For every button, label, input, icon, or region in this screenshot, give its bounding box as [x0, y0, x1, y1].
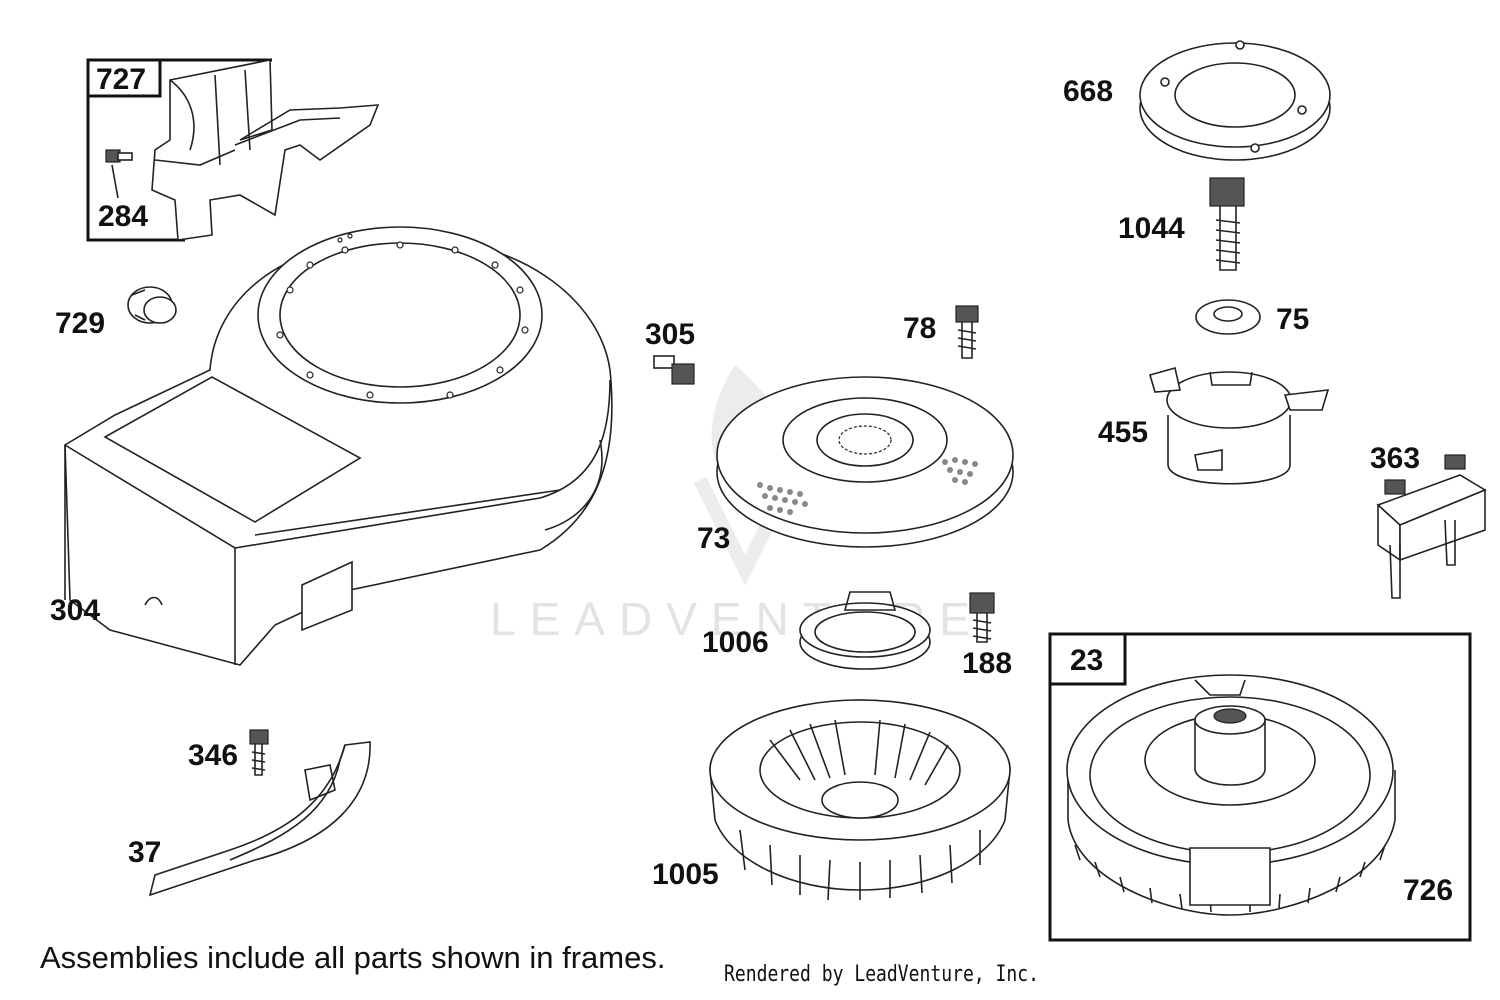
part-455-starter-cup: 455 — [1098, 367, 1330, 485]
part-1005-fan: 1005 — [652, 699, 1011, 901]
render-credit: Rendered by LeadVenture, Inc. — [724, 962, 1039, 987]
part-726-flywheel: 726 — [1066, 674, 1453, 916]
part-668-cover: 668 — [1063, 40, 1331, 161]
callout-346: 346 — [188, 739, 238, 772]
callout-305: 305 — [645, 318, 695, 351]
part-73-rotating-screen: 73 — [697, 376, 1014, 555]
assembly-note: Assemblies include all parts shown in fr… — [40, 940, 666, 975]
callout-668: 668 — [1063, 75, 1113, 108]
callout-1005: 1005 — [652, 858, 719, 891]
part-305-screw: 305 — [645, 318, 695, 385]
part-1044-stud: 1044 — [1118, 177, 1245, 271]
callout-1006: 1006 — [702, 626, 769, 659]
part-727-air-guide — [151, 59, 380, 241]
callout-363: 363 — [1370, 442, 1420, 475]
callout-1044: 1044 — [1118, 212, 1185, 245]
callout-78: 78 — [903, 312, 936, 345]
part-304-blower-housing: 304 — [50, 226, 613, 666]
callout-729: 729 — [55, 307, 105, 340]
callout-188: 188 — [962, 647, 1012, 680]
part-188-screw: 188 — [962, 592, 1012, 680]
part-78-screw: 78 — [903, 305, 979, 359]
callout-284: 284 — [98, 200, 148, 233]
part-284-screw: 284 — [98, 149, 148, 233]
assembly-frame-727: 727 — [86, 58, 272, 242]
part-1006-ratchet: 1006 — [702, 591, 931, 670]
callout-455: 455 — [1098, 416, 1148, 449]
callout-75: 75 — [1276, 303, 1309, 336]
part-363-bracket: 363 — [1370, 442, 1487, 599]
assembly-frame-23: 23 — [1048, 632, 1472, 942]
part-346-screw: 346 — [188, 729, 269, 776]
part-729-grommet: 729 — [55, 286, 177, 340]
callout-727: 727 — [96, 63, 146, 96]
part-75-washer: 75 — [1195, 299, 1309, 336]
callout-37: 37 — [128, 836, 161, 869]
callout-73: 73 — [697, 522, 730, 555]
callout-726: 726 — [1403, 874, 1453, 907]
callout-23: 23 — [1070, 644, 1103, 677]
callout-304: 304 — [50, 594, 100, 627]
part-37-baffle: 37 — [128, 741, 371, 897]
